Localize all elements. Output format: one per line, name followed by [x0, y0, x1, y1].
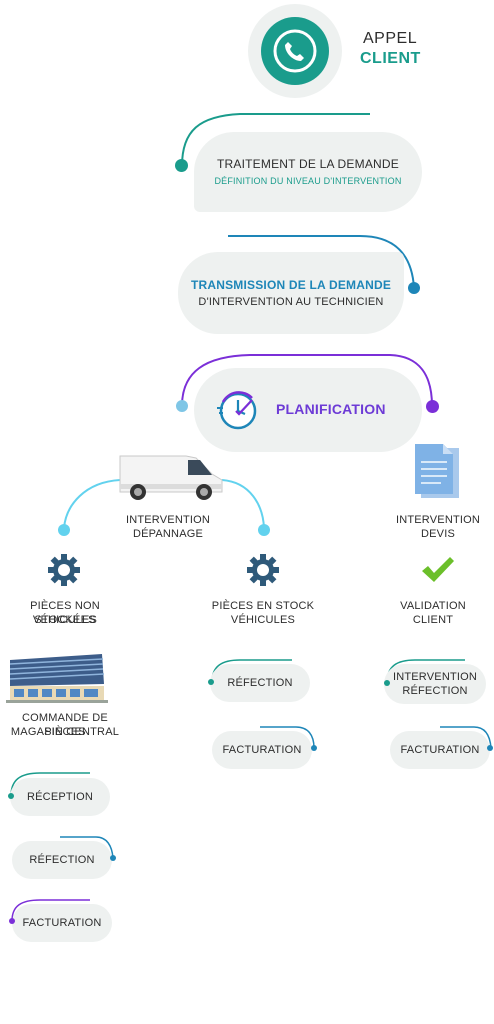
right-pill-facturation: FACTURATION — [390, 731, 490, 769]
header-title-line1: APPEL — [363, 30, 418, 47]
middle-pill-facturation: FACTURATION — [212, 731, 312, 769]
branch-devis-line2: DEVIS — [420, 528, 455, 540]
step-planification-title: PLANIFICATION — [276, 401, 386, 417]
commande-line1: COMMANDE DE PIÈCES — [22, 712, 108, 738]
gear-icon — [246, 553, 280, 587]
commande-line2: MAGASIN CENTRAL — [10, 726, 120, 738]
document-icon — [413, 442, 463, 500]
branch-depannage-line1: INTERVENTION — [125, 514, 211, 526]
gear-icon — [47, 553, 81, 587]
planification-dot-left — [176, 400, 188, 412]
phone-icon — [261, 17, 329, 85]
left-pill-reception: RÉCEPTION — [10, 778, 110, 816]
left-pill-facturation: FACTURATION — [12, 904, 112, 942]
left-pill-refection-label: RÉFECTION — [29, 854, 95, 866]
right-pill-facturation-label: FACTURATION — [400, 744, 480, 756]
depannage-dot-right — [258, 524, 270, 536]
middle-pill-facturation-label: FACTURATION — [222, 744, 302, 756]
step-transmission-subtitle: D'INTERVENTION AU TECHNICIEN — [198, 296, 384, 308]
sub-en-stock-line1: PIÈCES EN STOCK — [211, 600, 315, 612]
step-transmission-title: TRANSMISSION DE LA DEMANDE — [190, 278, 392, 292]
sub-validation-line1: VALIDATION — [400, 600, 466, 612]
middle-refection-dot — [208, 679, 214, 685]
step-traitement-title: TRAITEMENT DE LA DEMANDE — [217, 157, 399, 171]
left-pill-facturation-label: FACTURATION — [22, 917, 102, 929]
sub-non-stock-line1: PIÈCES NON STOCKÉES — [30, 600, 100, 626]
building-icon — [6, 652, 108, 704]
left-pill-reception-label: RÉCEPTION — [27, 791, 93, 803]
traitement-dot — [175, 159, 188, 172]
branch-devis-line1: INTERVENTION — [395, 514, 481, 526]
branch-depannage-line2: DÉPANNAGE — [132, 528, 204, 540]
step-traitement-subtitle: DÉFINITION DU NIVEAU D'INTERVENTION — [214, 176, 402, 186]
left-reception-dot — [8, 793, 14, 799]
planification-dot-right — [426, 400, 439, 413]
phone-badge — [248, 4, 342, 98]
van-icon — [116, 448, 226, 502]
step-planification: PLANIFICATION — [194, 368, 422, 452]
right-facturation-dot — [487, 745, 493, 751]
right-pill-intervention-refection: INTERVENTION RÉFECTION — [384, 664, 486, 704]
clock-icon — [214, 386, 262, 434]
check-icon — [420, 555, 456, 585]
right-pill-line1: INTERVENTION — [392, 671, 478, 683]
header-title-line2: CLIENT — [360, 50, 421, 67]
middle-pill-refection: RÉFECTION — [210, 664, 310, 702]
left-facturation-dot — [9, 918, 15, 924]
sub-validation-line2: CLIENT — [412, 614, 454, 626]
step-transmission: TRANSMISSION DE LA DEMANDE D'INTERVENTIO… — [178, 252, 404, 334]
depannage-dot-left — [58, 524, 70, 536]
sub-non-stock-line2: VÉHICULES — [32, 614, 98, 626]
left-refection-dot — [110, 855, 116, 861]
transmission-dot — [408, 282, 420, 294]
middle-pill-refection-label: RÉFECTION — [227, 677, 293, 689]
middle-facturation-dot — [311, 745, 317, 751]
left-pill-refection: RÉFECTION — [12, 841, 112, 879]
sub-en-stock-line2: VÉHICULES — [230, 614, 296, 626]
right-refection-dot — [384, 680, 390, 686]
right-pill-line2: RÉFECTION — [402, 685, 468, 697]
step-traitement: TRAITEMENT DE LA DEMANDE DÉFINITION DU N… — [194, 132, 422, 212]
